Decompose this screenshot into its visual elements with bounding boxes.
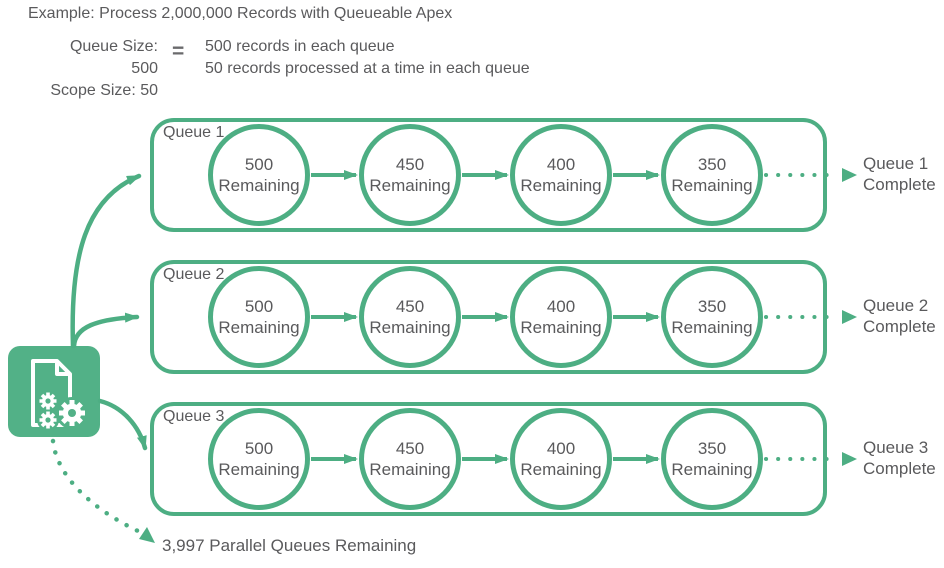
- apex-job-icon: [8, 346, 100, 437]
- arrowhead-parallel-queues: [139, 527, 155, 543]
- step-unit: Remaining: [671, 318, 753, 337]
- step-unit: Remaining: [671, 176, 753, 195]
- step-unit: Remaining: [520, 318, 602, 337]
- step-circle: 450 Remaining: [359, 124, 461, 226]
- step-value: 450: [395, 155, 425, 174]
- equation-left-column: Queue Size: 500 Scope Size: 50: [40, 36, 158, 102]
- step-value: 500: [244, 439, 274, 458]
- queue-complete-line1: Queue 3: [863, 438, 929, 457]
- step-circle: 350 Remaining: [661, 408, 763, 510]
- flow-arrow-to-queue3: [97, 398, 148, 451]
- step-unit: Remaining: [369, 318, 451, 337]
- flow-arrow-to-queue1: [70, 173, 142, 349]
- step-value: 350: [697, 439, 727, 458]
- gear-icon-small-top: [39, 392, 57, 410]
- step-circle: 400 Remaining: [510, 124, 612, 226]
- step-value: 350: [697, 155, 727, 174]
- document-with-gears-icon: [31, 359, 88, 431]
- step-unit: Remaining: [369, 176, 451, 195]
- step-circle: 500 Remaining: [208, 124, 310, 226]
- step-value: 400: [546, 297, 576, 316]
- queue-complete-label: Queue 1 Complete: [863, 153, 944, 195]
- step-unit: Remaining: [369, 460, 451, 479]
- flow-arrow-to-queue2: [71, 312, 140, 349]
- step-circle: 400 Remaining: [510, 266, 612, 368]
- dotted-arrow-parallel-queues: [50, 438, 141, 534]
- queue-complete-line1: Queue 2: [863, 296, 929, 315]
- gear-icon-small-bottom: [39, 411, 57, 429]
- gear-icon-large: [59, 400, 85, 426]
- queue-complete-label: Queue 3 Complete: [863, 437, 944, 479]
- queue-box-2: Queue 2 500 Remaining 450 Remaining 400 …: [150, 260, 827, 374]
- queue-box-3: Queue 3 500 Remaining 450 Remaining 400 …: [150, 402, 827, 516]
- step-value: 500: [244, 297, 274, 316]
- step-value: 450: [395, 439, 425, 458]
- step-unit: Remaining: [218, 460, 300, 479]
- step-value: 400: [546, 155, 576, 174]
- diagram-title: Example: Process 2,000,000 Records with …: [28, 5, 453, 22]
- step-circle: 400 Remaining: [510, 408, 612, 510]
- step-value: 350: [697, 297, 727, 316]
- step-circle: 350 Remaining: [661, 266, 763, 368]
- equation-right-column: 500 records in each queue 50 records pro…: [205, 36, 530, 80]
- queue-label: Queue 2: [163, 266, 225, 283]
- step-circle: 500 Remaining: [208, 266, 310, 368]
- queue-box-1: Queue 1 500 Remaining 450 Remaining 400 …: [150, 118, 827, 232]
- arrowhead-complete-2: [842, 310, 857, 324]
- step-value: 500: [244, 155, 274, 174]
- queue-size-meaning: 500 records in each queue: [205, 38, 395, 55]
- step-circle: 500 Remaining: [208, 408, 310, 510]
- queue-complete-line1: Queue 1: [863, 154, 929, 173]
- step-unit: Remaining: [671, 460, 753, 479]
- equals-sign: =: [172, 40, 185, 63]
- step-unit: Remaining: [218, 318, 300, 337]
- queue-size-label: Queue Size: 500: [69, 38, 158, 77]
- arrowhead-complete-1: [842, 168, 857, 182]
- step-unit: Remaining: [520, 176, 602, 195]
- step-circle: 350 Remaining: [661, 124, 763, 226]
- queue-complete-label: Queue 2 Complete: [863, 295, 944, 337]
- step-value: 450: [395, 297, 425, 316]
- parallel-queues-note: 3,997 Parallel Queues Remaining: [162, 536, 417, 555]
- queue-complete-line2: Complete: [863, 459, 936, 478]
- step-circle: 450 Remaining: [359, 408, 461, 510]
- arrowhead-complete-3: [842, 452, 857, 466]
- queue-complete-line2: Complete: [863, 317, 936, 336]
- step-unit: Remaining: [218, 176, 300, 195]
- step-value: 400: [546, 439, 576, 458]
- scope-size-meaning: 50 records processed at a time in each q…: [205, 60, 530, 77]
- queue-label: Queue 1: [163, 124, 225, 141]
- scope-size-label: Scope Size: 50: [50, 82, 158, 99]
- step-unit: Remaining: [520, 460, 602, 479]
- step-circle: 450 Remaining: [359, 266, 461, 368]
- queue-complete-line2: Complete: [863, 175, 936, 194]
- queue-label: Queue 3: [163, 408, 225, 425]
